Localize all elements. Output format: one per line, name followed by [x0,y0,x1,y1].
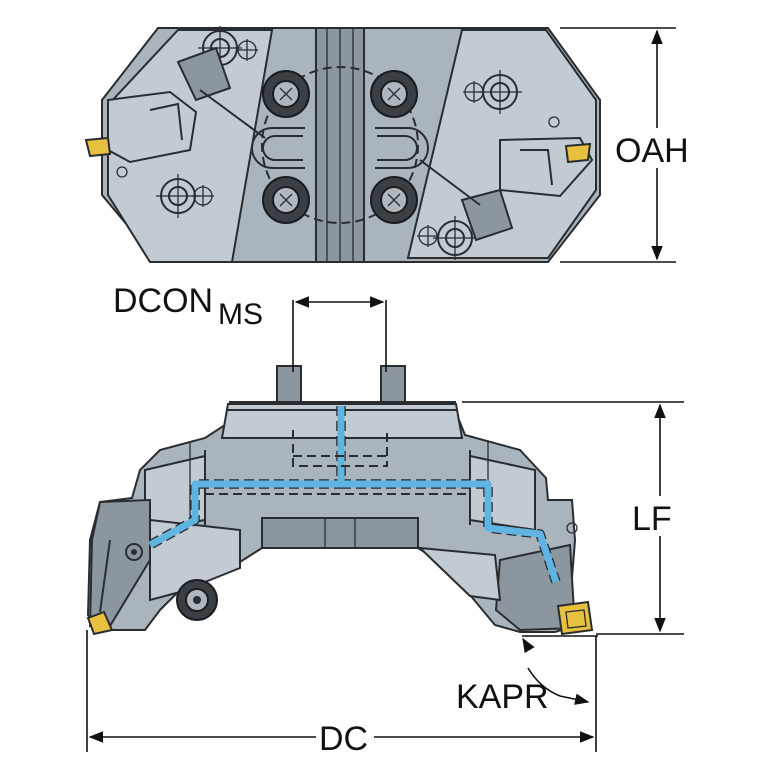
insert-left-top [84,136,112,158]
left-insert-holder [107,90,198,164]
kapr-indicator: KAPR [456,635,598,716]
oah-label: OAH [615,132,689,170]
insert-right-side [556,600,594,636]
top-view [84,26,601,263]
insert-right-top [564,142,592,164]
left-slot [251,127,305,169]
adjust-screw-icon [156,174,214,218]
side-view [86,365,594,636]
dcon-subscript: MS [218,298,263,331]
dcon-label: DCON [113,282,213,320]
dcon-dimension: DCON MS [113,282,387,372]
right-slot [375,127,429,169]
oah-dimension: OAH [560,27,700,263]
center-bore-hidden [261,66,419,224]
dc-label: DC [319,720,368,758]
lf-dimension: LF [462,401,690,635]
center-web [261,517,419,549]
adjust-screw-icon [417,216,477,260]
socket-screw-icon [370,70,418,118]
hidden-bore [292,430,388,467]
wedge-top-left [176,46,232,102]
cartridge-screw-icon [176,579,218,621]
coolant-channel [148,406,560,584]
socket-screw-icon [262,176,310,224]
dc-dimension: DC [86,630,597,758]
coolant-nozzle-icon [125,543,143,561]
kapr-label: KAPR [456,678,549,716]
drive-pin-left [276,365,302,405]
lf-label: LF [632,500,672,538]
insert-left-side [86,610,114,636]
socket-screw-icon [262,70,310,118]
drive-pin-right [380,365,406,405]
socket-screw-icon [370,176,418,224]
wedge-bottom-right [460,188,514,242]
adjust-screw-icon [463,70,522,114]
